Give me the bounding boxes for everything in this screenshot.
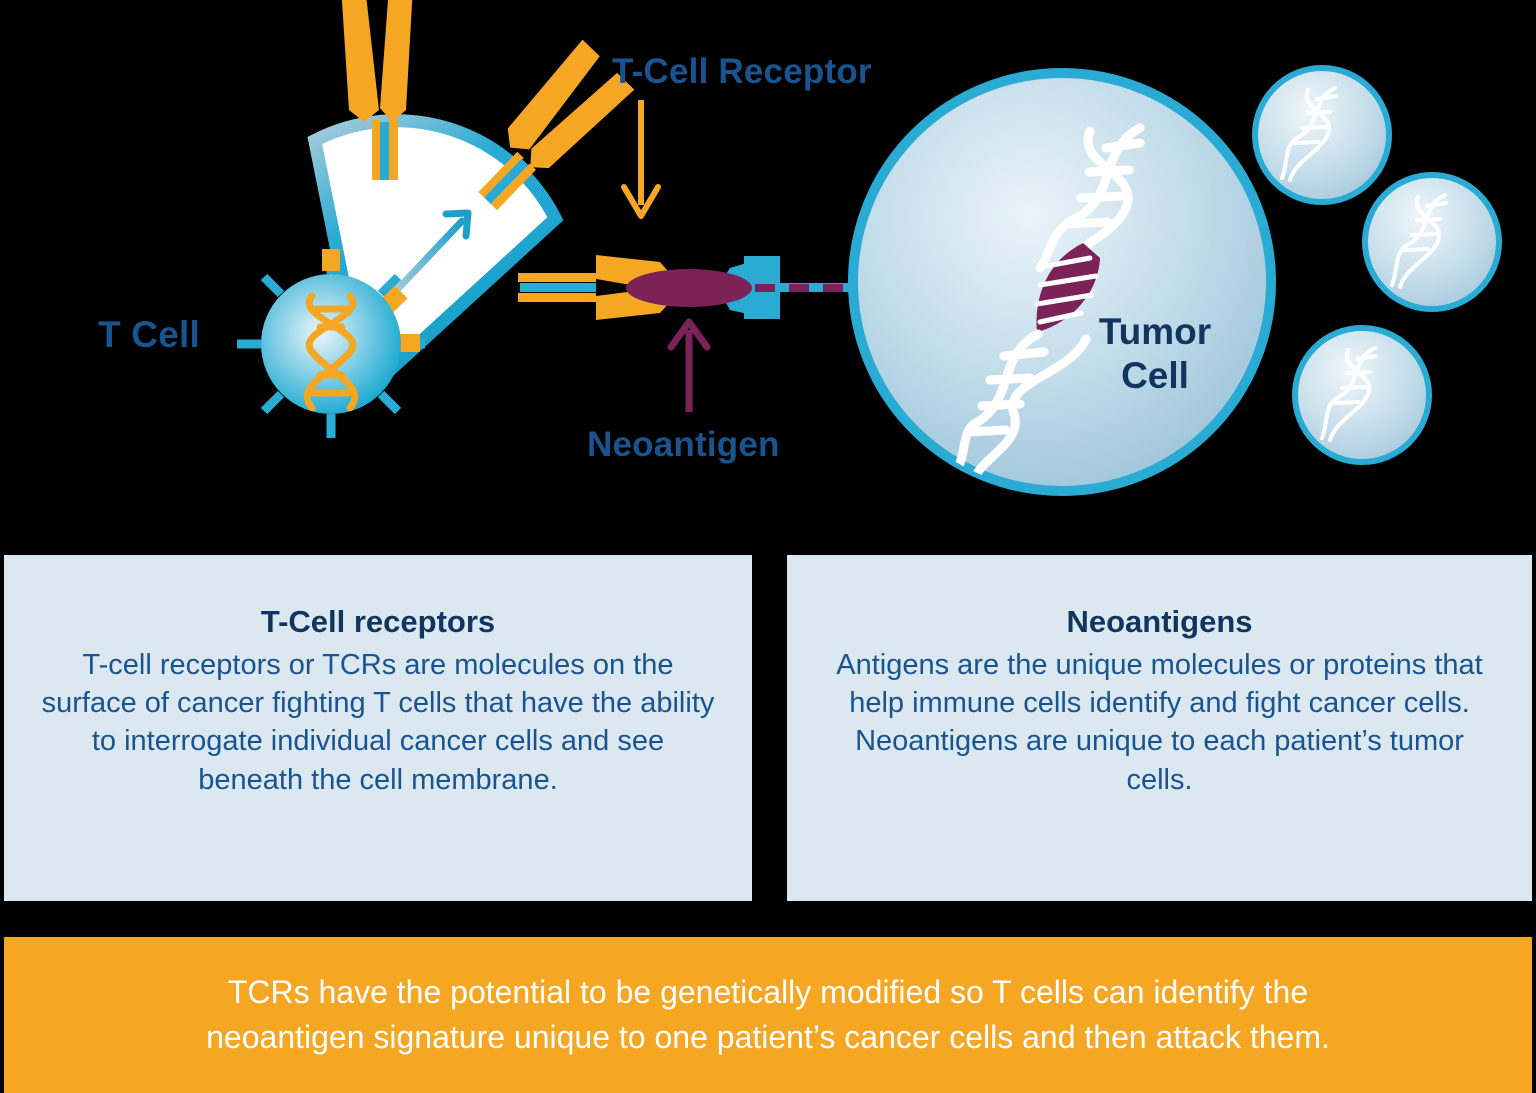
tcr-label-arrow xyxy=(621,100,661,219)
t-cell-body xyxy=(261,274,401,414)
satellite-tumor-cell xyxy=(1362,172,1502,312)
panel-title: Neoantigens xyxy=(1066,604,1253,639)
neoantigen-molecule xyxy=(626,269,752,307)
magnify-arrow-head xyxy=(442,209,472,240)
t-cell xyxy=(237,249,425,438)
diagram-svg xyxy=(237,0,1502,496)
t-cell-surface-receptor xyxy=(322,249,340,271)
panel-body: T-cell receptors or TCRs are molecules o… xyxy=(41,648,715,796)
satellite-dna-helix xyxy=(1320,346,1378,442)
satellite-dna-helix xyxy=(1390,193,1448,289)
summary-banner-text: TCRs have the potential to be geneticall… xyxy=(206,973,1330,1055)
summary-banner: TCRs have the potential to be geneticall… xyxy=(4,937,1532,1093)
mutated-dna-segment xyxy=(1034,243,1100,332)
panel-title: T-Cell receptors xyxy=(260,604,496,639)
satellite-tumor-cell xyxy=(1252,65,1392,205)
tumor-cell xyxy=(848,68,1276,496)
panel-neoantigens: Neoantigens Antigens are the unique mole… xyxy=(787,555,1532,901)
panel-t-cell-receptors: T-Cell receptors T-cell receptors or TCR… xyxy=(4,555,752,901)
satellite-tumor-cells xyxy=(1252,65,1502,465)
info-panels: T-Cell receptors T-cell receptors or TCR… xyxy=(0,555,1536,903)
t-cell-receptor-group xyxy=(341,0,672,320)
tumor-cell-dna-helix xyxy=(953,123,1145,477)
panel-body: Antigens are the unique molecules or pro… xyxy=(836,648,1483,796)
tumor-cell-label: Tumor Cell xyxy=(1098,311,1212,396)
neoantigen-pointer-arrow xyxy=(667,318,711,412)
satellite-tumor-cell xyxy=(1292,325,1432,465)
t-cell-receptor-top xyxy=(341,0,413,180)
t-cell-dna-helix xyxy=(303,292,359,412)
satellite-dna-helix xyxy=(1280,86,1338,182)
tcr-neoantigen-diagram: T Cell T-Cell Receptor Neoantigen Tumor … xyxy=(0,0,1536,540)
t-cell-receptor-upper-right xyxy=(478,39,635,211)
t-cell-surface-receptor xyxy=(398,334,420,352)
